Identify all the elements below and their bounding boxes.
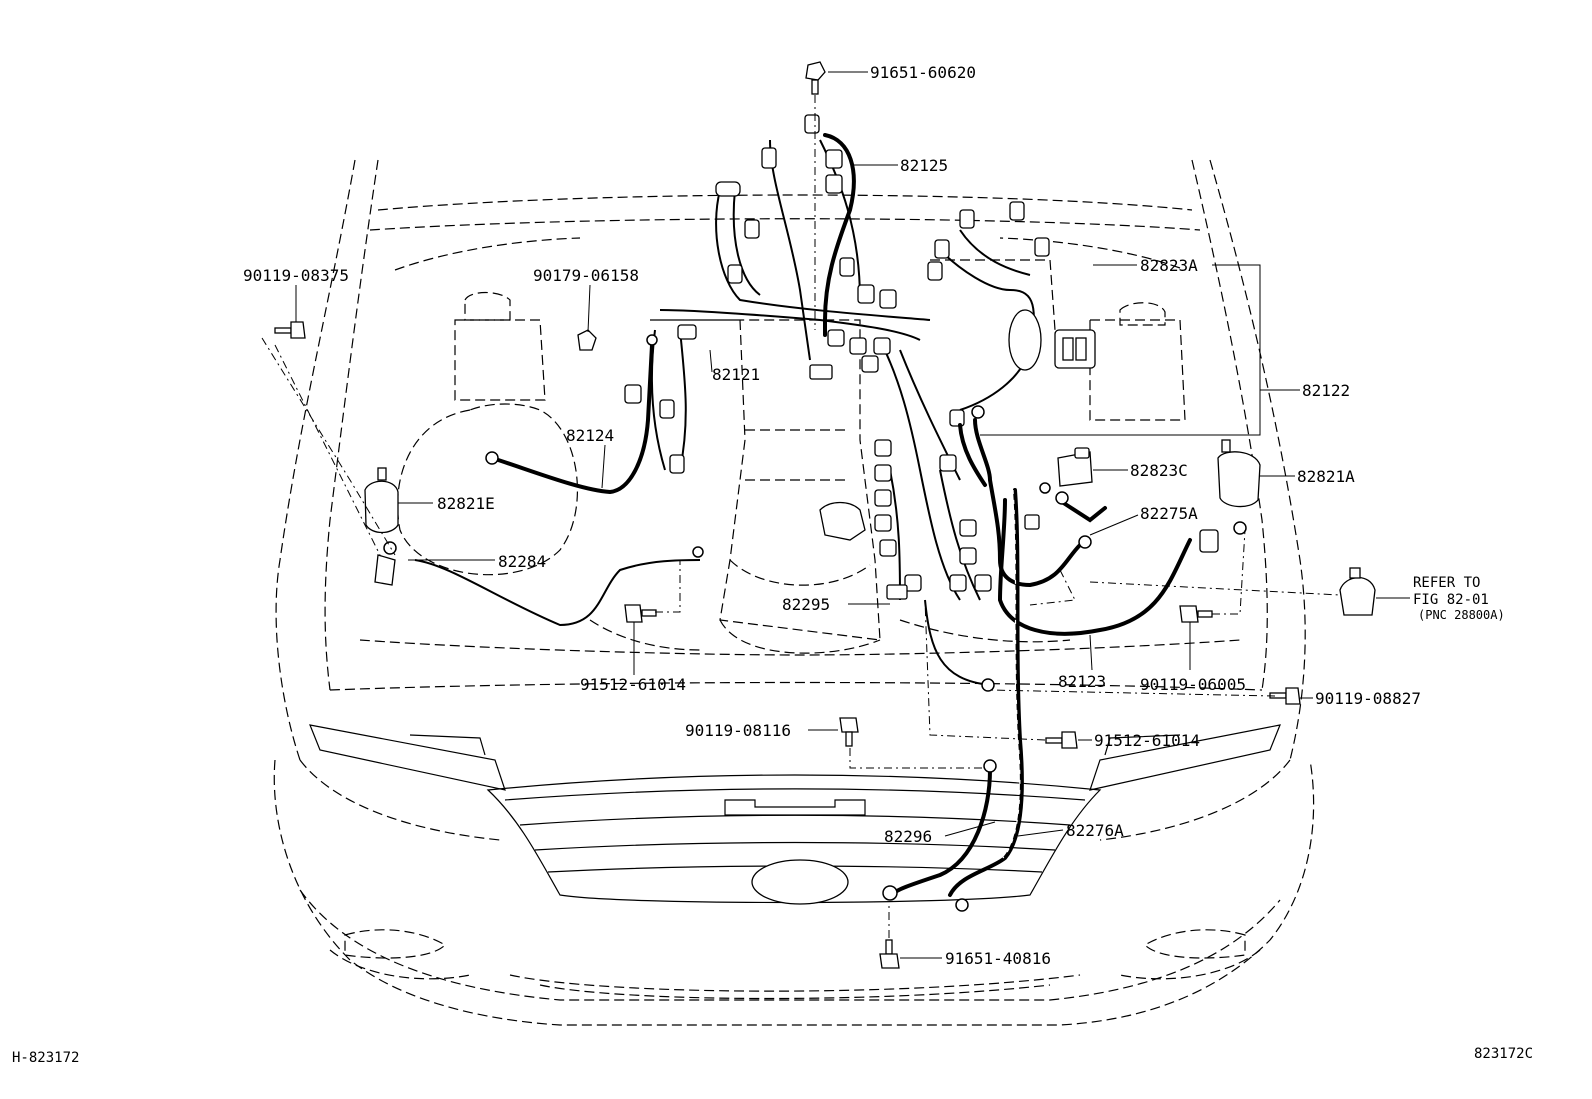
bolts (274, 61, 1301, 969)
label-82276A: 82276A (1066, 821, 1124, 840)
drawing-id-right: 823172C (1474, 1046, 1533, 1062)
relay-82823C (1057, 447, 1093, 487)
ground-wires (485, 133, 1247, 912)
vehicle-body-outline (273, 159, 1315, 1026)
bolt-90119-08375 (274, 321, 306, 339)
label-82296: 82296 (884, 827, 932, 846)
label-82121: 82121 (712, 365, 760, 384)
label-82284: 82284 (498, 552, 546, 571)
bolt-90119-06005 (1179, 605, 1213, 623)
nut-90179-06158 (577, 329, 597, 351)
bolt-91512-61014-b (1045, 731, 1078, 749)
drawing-id-left: H-823172 (12, 1050, 79, 1066)
label-90119-08827: 90119-08827 (1315, 689, 1421, 708)
label-82123: 82123 (1058, 672, 1106, 691)
relay-82821E (364, 467, 399, 534)
bolt-91512-61014-a (624, 604, 657, 623)
engine-bay-components (396, 259, 1186, 654)
location-lines (261, 95, 1341, 938)
label-82122: 82122 (1302, 381, 1350, 400)
label-91651-40816: 91651-40816 (945, 949, 1051, 968)
label-82295: 82295 (782, 595, 830, 614)
label-82823C: 82823C (1130, 461, 1188, 480)
label-90119-08375: 90119-08375 (243, 266, 349, 285)
label-90119-08116: 90119-08116 (685, 721, 791, 740)
wire-82125 (823, 133, 856, 337)
bolt-91651-60620 (805, 61, 826, 95)
wire-82122b (958, 423, 987, 487)
part-labels: 91651-60620 82125 90119-08375 90179-0615… (243, 63, 1421, 968)
label-91651-60620: 91651-60620 (870, 63, 976, 82)
label-82124: 82124 (566, 426, 614, 445)
wire-82296 (890, 768, 992, 897)
refer-note-line3: (PNC 28800A) (1418, 608, 1505, 622)
relay-block-82823A (1054, 329, 1096, 369)
label-82275A: 82275A (1140, 504, 1198, 523)
refer-note-line1: REFER TO (1413, 575, 1480, 591)
label-91512-61014-a: 91512-61014 (580, 675, 686, 694)
bolt-91651-40816 (879, 939, 900, 969)
wire-82275A (1060, 500, 1107, 523)
label-82125: 82125 (900, 156, 948, 175)
wire-harness-main (414, 114, 1050, 686)
wire-82276A (948, 488, 1024, 897)
label-82821A: 82821A (1297, 467, 1355, 486)
wire-82123 (997, 498, 1192, 636)
refer-note: REFER TO FIG 82-01 (PNC 28800A) (1413, 575, 1505, 622)
label-82823A: 82823A (1140, 256, 1198, 275)
relay-82821A (1217, 439, 1261, 508)
sensor-82284 (374, 541, 397, 586)
label-91512-61014-b: 91512-61014 (1094, 731, 1200, 750)
refer-note-line2: FIG 82-01 (1413, 592, 1489, 608)
label-82821E: 82821E (437, 494, 495, 513)
wire-82124 (490, 343, 654, 495)
label-90179-06158: 90179-06158 (533, 266, 639, 285)
leader-lines (295, 71, 1410, 959)
bolt-90119-08116 (839, 717, 859, 747)
label-90119-06005: 90119-06005 (1140, 675, 1246, 694)
battery-terminal-ref (1339, 567, 1376, 616)
